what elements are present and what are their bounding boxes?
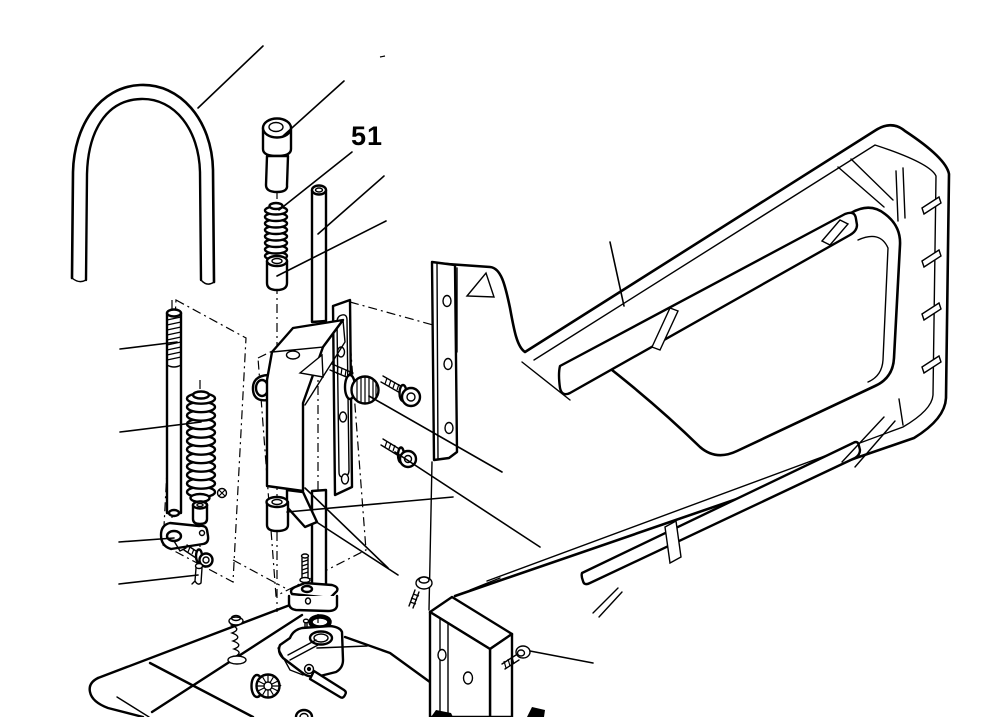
- retainer-knob: [216, 487, 228, 499]
- retainer-clip: [191, 562, 204, 585]
- base-fragment: [88, 603, 480, 717]
- screw-with-spring: [227, 614, 247, 665]
- leader-clamp: [316, 645, 368, 649]
- blade-clamp: [277, 618, 345, 678]
- lower-spacer-bushing: [265, 495, 290, 533]
- leader-lines: [118, 45, 625, 664]
- upper-socket-screw: [380, 375, 422, 408]
- pan-head-screw: [408, 576, 433, 609]
- leader-51: [278, 151, 353, 211]
- leader-lower-screw: [394, 451, 541, 548]
- leader-block: [304, 487, 389, 569]
- leader-pin: [282, 80, 345, 137]
- leader-clip: [118, 574, 199, 585]
- guide-rod: [310, 184, 328, 587]
- compression-spring-51: [263, 201, 289, 262]
- leader-bracket: [118, 537, 175, 543]
- arm-end-cap: [428, 595, 514, 717]
- slotted-mounting-plate: [331, 298, 354, 497]
- pivot-block: [251, 318, 346, 529]
- leader-upper-bushing: [276, 220, 387, 277]
- conical-spring: [185, 390, 228, 510]
- foot-plate: [287, 581, 339, 613]
- u-shaped-tube: [70, 83, 216, 285]
- arm-rib: [651, 307, 679, 351]
- arm-frame: [431, 123, 951, 618]
- threaded-rod: [165, 308, 183, 518]
- left-socket-screw: [183, 544, 214, 568]
- leader-lower-bushing: [286, 496, 454, 513]
- arm-rib: [820, 219, 850, 246]
- leader-tube: [197, 45, 264, 109]
- leader-spring: [119, 421, 202, 433]
- leader-arm: [609, 241, 625, 307]
- clamp-pin-rod: [308, 669, 347, 699]
- cropped-bottom-parts: [294, 707, 545, 717]
- leader-thumb-screw: [368, 395, 503, 473]
- leader-end-screw: [529, 650, 594, 664]
- clamp-bracket: [159, 521, 210, 552]
- leader-rod: [317, 175, 385, 235]
- knurled-wheel: [250, 673, 281, 699]
- set-screw: [299, 553, 311, 584]
- end-cap-screw: [501, 645, 531, 670]
- leader-threaded-rod: [119, 341, 178, 350]
- left-spacer-bushing: [191, 500, 209, 526]
- part-number-51: 51: [351, 121, 384, 151]
- shoulder-pin: [261, 117, 293, 194]
- tiny-mark: [379, 55, 386, 58]
- leader-block-2: [317, 522, 399, 576]
